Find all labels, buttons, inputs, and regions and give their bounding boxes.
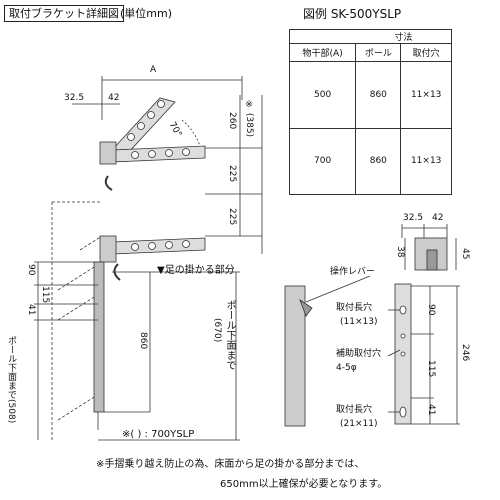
table-cell: 860 (355, 127, 402, 195)
table-cell: 700 (288, 127, 357, 195)
unit-label: (単位mm) (120, 7, 173, 20)
col-header-hole: 取付穴 (400, 43, 452, 62)
dim-860-label: 860 (138, 332, 148, 350)
lever-label: 操作レバー (330, 267, 376, 277)
footnote-line-1: ※手摺乗り越え防止の為、床面から足の掛かる部分までは、 (96, 459, 365, 470)
bracket-upper (99, 141, 117, 165)
right-dim-115: 115 (426, 360, 436, 378)
diagram-title: 取付ブラケット詳細図 (4, 5, 124, 22)
foot-position-label: ▼足の掛かる部分 (157, 265, 235, 276)
pole-side-view (284, 285, 306, 427)
dim-385-label: ※ (385) (244, 100, 254, 138)
mount-hole2-size: (21×11) (340, 419, 378, 429)
footnote-line-2: 650mm以上確保が必要となります。 (220, 479, 388, 490)
right-dim-41: 41 (426, 404, 436, 416)
aux-hole-size: 4-5φ (336, 363, 357, 373)
dim-260-label: 260 (227, 112, 237, 130)
floor-508-label: ポール下面まで(508) (6, 336, 16, 424)
table-cell: 500 (288, 61, 357, 129)
top-42-label: 42 (432, 213, 444, 223)
aux-hole-label: 補助取付穴 (336, 349, 382, 359)
bracket-lower (99, 235, 117, 263)
col-header-pole: ポール (355, 43, 402, 62)
dim-225b-label: 225 (227, 208, 237, 226)
mount-hole2-label: 取付長穴 (336, 405, 373, 415)
dim-115-label: 115 (40, 286, 50, 304)
pole-floor-label: ポール下面まで (224, 300, 235, 370)
dim-325-label: 32.5 (64, 93, 85, 103)
right-dim-246: 246 (460, 344, 470, 362)
dim-225a-label: 225 (227, 165, 237, 183)
col-header-a: 物干部(A) (288, 43, 357, 62)
pole-floor-value: (670) (212, 318, 222, 343)
dim-41-label: 41 (26, 304, 36, 316)
pole (93, 261, 105, 413)
table-cell: 11×13 (400, 127, 452, 195)
table-row: 700 860 11×13 (288, 127, 452, 195)
table-cell: 11×13 (400, 61, 452, 129)
right-dim-90: 90 (426, 304, 436, 316)
example-model: 図例 SK-500YSLP (303, 7, 402, 21)
dim-90-label: 90 (26, 264, 36, 276)
mount-hole-label: 取付長穴 (336, 303, 373, 313)
top-38-label: 38 (395, 246, 405, 258)
top-45-label: 45 (460, 248, 470, 260)
note-700-label: ※( ) : 700YSLP (122, 429, 195, 440)
top-325-label: 32.5 (403, 213, 424, 223)
dim-42-label: 42 (108, 93, 120, 103)
arm-lower-horizontal (111, 237, 206, 255)
table-header-blank (288, 29, 356, 44)
mount-hole-size: (11×13) (340, 317, 378, 327)
dim-a-label: A (150, 65, 157, 75)
spec-table: 寸法 物干部(A) ポール 取付穴 500 860 11×13 700 860 … (288, 29, 452, 195)
